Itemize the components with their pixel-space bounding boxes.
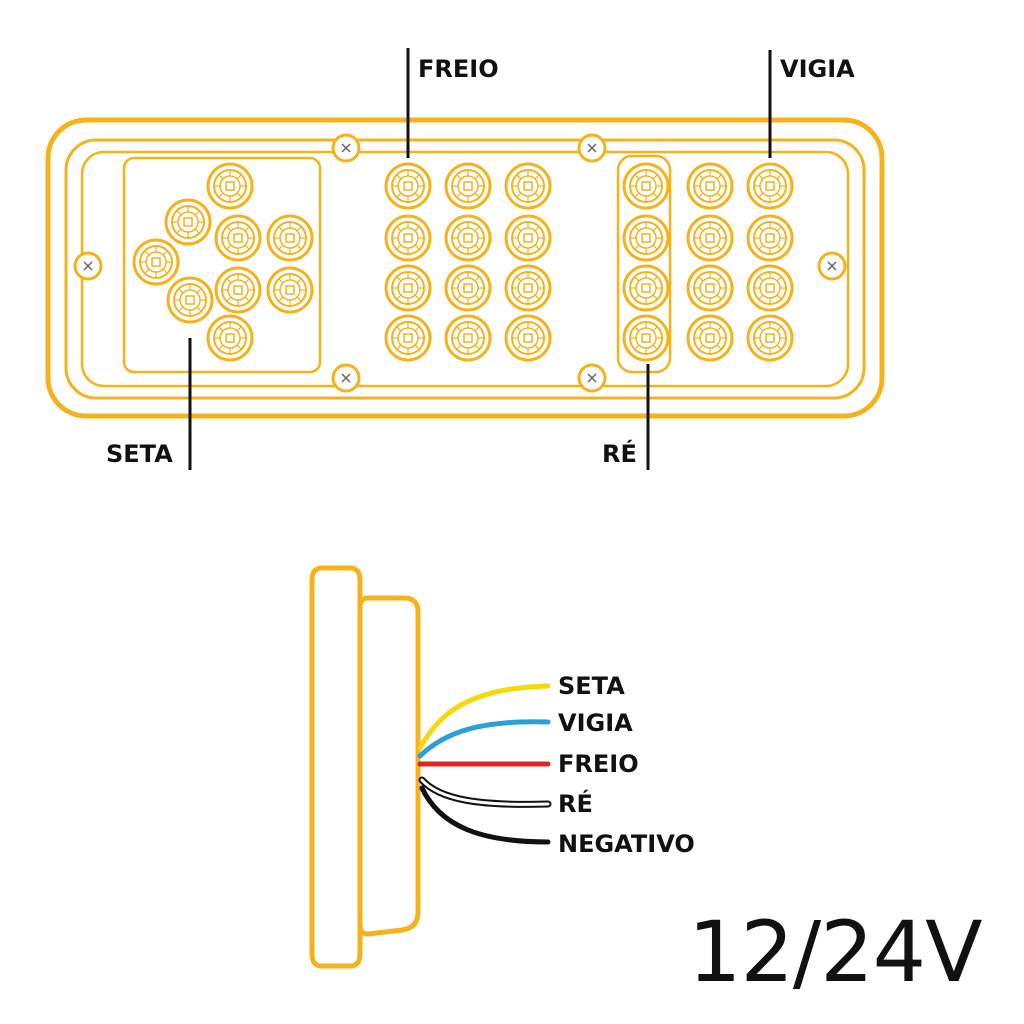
led-icon (686, 214, 734, 262)
front-view (45, 117, 885, 419)
led-icon (384, 314, 432, 362)
led-icon (444, 214, 492, 262)
wire-label-seta: SETA (558, 672, 625, 700)
led-icon (504, 214, 552, 262)
label-seta: SETA (106, 440, 173, 468)
wire-seta (417, 683, 551, 751)
led-icon (686, 162, 734, 210)
led-icon (622, 214, 670, 262)
screws (73, 133, 847, 393)
screw-icon (817, 251, 847, 281)
side-lens (357, 595, 421, 937)
led-icon (746, 264, 794, 312)
wire-label-vigia: VIGIA (558, 709, 633, 737)
wires (417, 683, 552, 845)
screw-icon (577, 363, 607, 393)
led-icon (746, 314, 794, 362)
screw-icon (577, 133, 607, 163)
screw-icon (73, 251, 103, 281)
screw-icon (331, 363, 361, 393)
wire-label-negativo: NEGATIVO (558, 830, 695, 858)
led-icon (206, 314, 254, 362)
label-freio: FREIO (418, 55, 499, 83)
seta-panel (122, 156, 322, 374)
led-icon (214, 266, 262, 314)
wire-negativo (419, 785, 551, 845)
label-re: RÉ (602, 439, 637, 468)
screw-icon (331, 133, 361, 163)
side-body (309, 565, 363, 969)
leds (132, 162, 794, 362)
wire-re (420, 778, 550, 806)
led-icon (266, 214, 314, 262)
re-panel (616, 154, 672, 374)
voltage-label: 12/24V (688, 903, 983, 1001)
side-view (309, 565, 421, 969)
led-icon (444, 162, 492, 210)
led-icon (444, 314, 492, 362)
led-icon (132, 238, 180, 286)
led-icon (622, 162, 670, 210)
led-icon (384, 162, 432, 210)
led-icon (746, 214, 794, 262)
led-icon (166, 276, 214, 324)
wire-vigia (417, 719, 551, 759)
led-icon (206, 162, 254, 210)
wire-label-re: RÉ (558, 789, 593, 818)
led-icon (384, 214, 432, 262)
led-icon (384, 264, 432, 312)
led-icon (214, 214, 262, 262)
led-icon (622, 264, 670, 312)
wire-label-freio: FREIO (558, 750, 639, 778)
led-icon (622, 314, 670, 362)
led-icon (504, 264, 552, 312)
led-icon (504, 314, 552, 362)
led-icon (504, 162, 552, 210)
housing-inner (64, 138, 866, 400)
housing-outer (45, 117, 885, 419)
label-vigia: VIGIA (780, 55, 855, 83)
led-icon (444, 264, 492, 312)
led-icon (164, 198, 212, 246)
callout-lines (188, 48, 772, 470)
led-icon (266, 266, 314, 314)
led-icon (746, 162, 794, 210)
led-icon (686, 264, 734, 312)
led-icon (686, 314, 734, 362)
